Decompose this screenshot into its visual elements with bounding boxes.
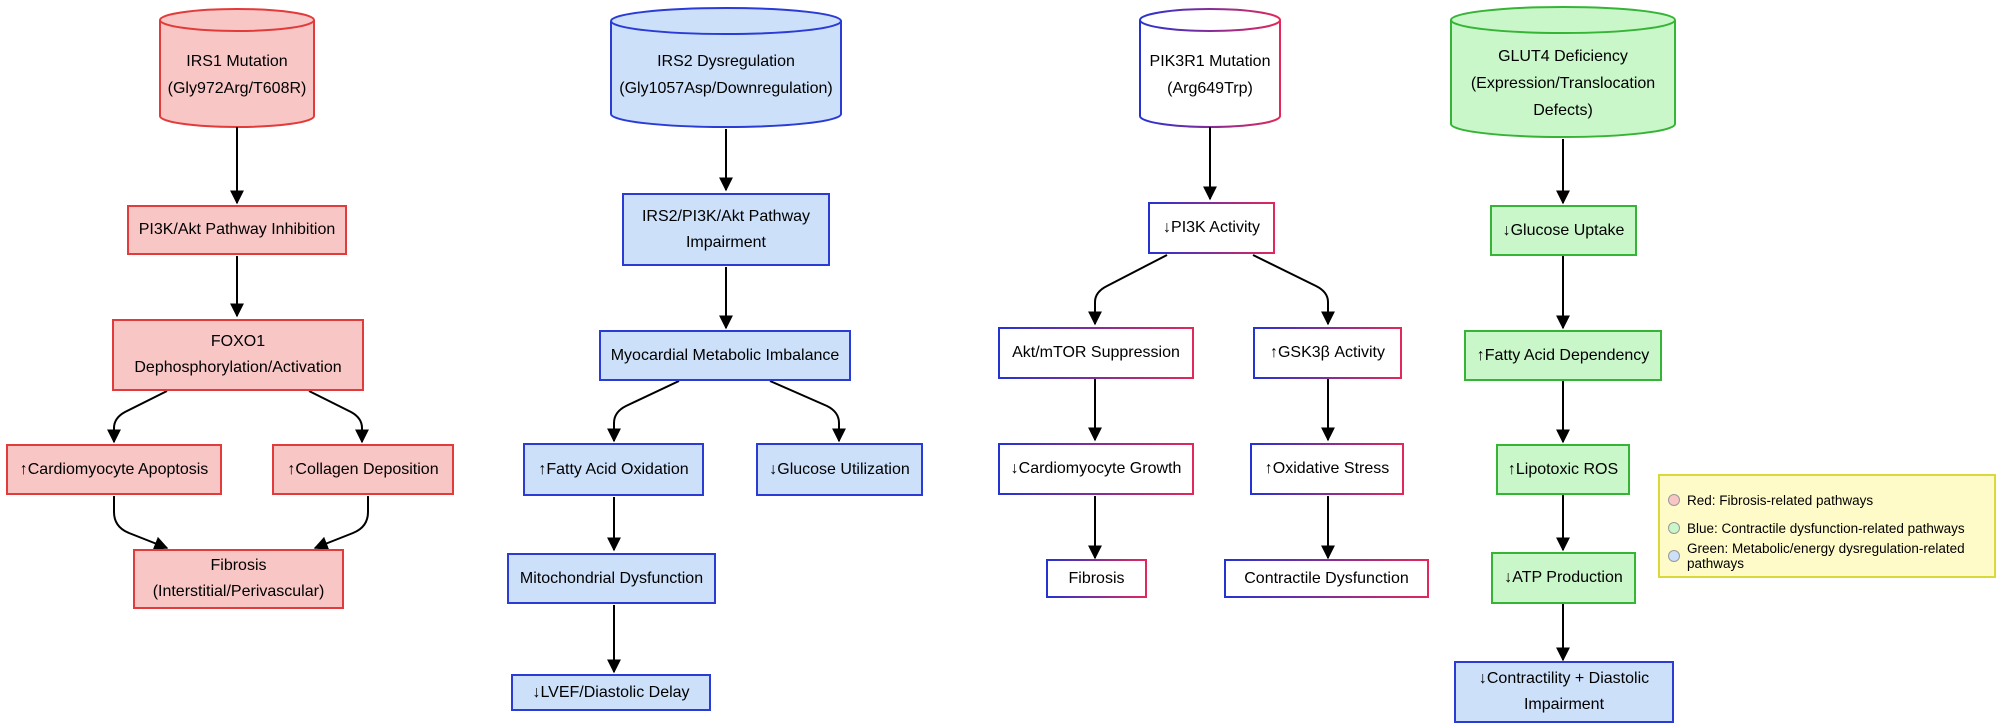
akt-mtor-suppression-node: Akt/mTOR Suppression: [998, 327, 1194, 379]
legend-dot-red: [1668, 494, 1680, 506]
irs2-pathway-impairment-node: IRS2/PI3K/Akt Pathway Impairment: [622, 193, 830, 266]
cardiomyocyte-growth-node: ↓Cardiomyocyte Growth: [998, 443, 1194, 495]
lipotoxic-ros-node: ↑Lipotoxic ROS: [1496, 444, 1630, 495]
fibrosis-interstitial-node: Fibrosis (Interstitial/Perivascular): [133, 549, 344, 609]
legend: Red: Fibrosis-related pathways Blue: Con…: [1658, 474, 1996, 578]
pi3k-activity-node: ↓PI3K Activity: [1148, 202, 1275, 254]
cardiomyocyte-apoptosis-node: ↑Cardiomyocyte Apoptosis: [6, 444, 222, 495]
gsk3b-activity-node: ↑GSK3β Activity: [1253, 327, 1402, 379]
pi3k-akt-inhibition-node: PI3K/Akt Pathway Inhibition: [127, 205, 347, 255]
legend-dot-green: [1668, 550, 1680, 562]
legend-label-red: Red: Fibrosis-related pathways: [1687, 492, 1874, 508]
fibrosis-node: Fibrosis: [1046, 559, 1147, 598]
contractile-dysfunction-node: Contractile Dysfunction: [1224, 559, 1429, 598]
atp-production-node: ↓ATP Production: [1491, 552, 1636, 604]
legend-dot-blue: [1668, 522, 1680, 534]
glucose-utilization-node: ↓Glucose Utilization: [756, 443, 923, 496]
fatty-acid-dependency-node: ↑Fatty Acid Dependency: [1464, 330, 1662, 381]
pik3r1-mutation-label: PIK3R1 Mutation (Arg649Trp): [1149, 53, 1271, 97]
legend-item-red: Red: Fibrosis-related pathways: [1668, 486, 1986, 514]
arrows: [107, 127, 1570, 674]
myocardial-metabolic-imbalance-node: Myocardial Metabolic Imbalance: [599, 330, 851, 381]
lvef-diastolic-delay-node: ↓LVEF/Diastolic Delay: [511, 674, 711, 711]
irs2-dysregulation-label: IRS2 Dysregulation (Gly1057Asp/Downregul…: [619, 53, 833, 97]
fatty-acid-oxidation-node: ↑Fatty Acid Oxidation: [523, 443, 704, 496]
legend-label-blue: Blue: Contractile dysfunction-related pa…: [1687, 520, 1965, 536]
irs1-mutation-label: IRS1 Mutation (Gly972Arg/T608R): [167, 53, 307, 97]
glucose-uptake-node: ↓Glucose Uptake: [1490, 205, 1637, 256]
legend-item-blue: Blue: Contractile dysfunction-related pa…: [1668, 514, 1986, 542]
legend-label-green: Green: Metabolic/energy dysregulation-re…: [1687, 541, 1965, 571]
glut4-deficiency-label: GLUT4 Deficiency (Expression/Translocati…: [1470, 47, 1656, 119]
cylinder-glut4: [1450, 6, 1676, 138]
mitochondrial-dysfunction-node: Mitochondrial Dysfunction: [507, 553, 716, 604]
contractility-diastolic-node: ↓Contractility + Diastolic Impairment: [1454, 661, 1674, 723]
cylinder-irs1: [159, 8, 315, 128]
collagen-deposition-node: ↑Collagen Deposition: [272, 444, 454, 495]
legend-item-green: Green: Metabolic/energy dysregulation-re…: [1668, 541, 1986, 571]
cylinder-irs2: [610, 7, 842, 128]
foxo1-activation-node: FOXO1 Dephosphorylation/Activation: [112, 319, 364, 391]
terminal-inner-lines: [140, 550, 1667, 722]
oxidative-stress-node: ↑Oxidative Stress: [1250, 443, 1404, 495]
